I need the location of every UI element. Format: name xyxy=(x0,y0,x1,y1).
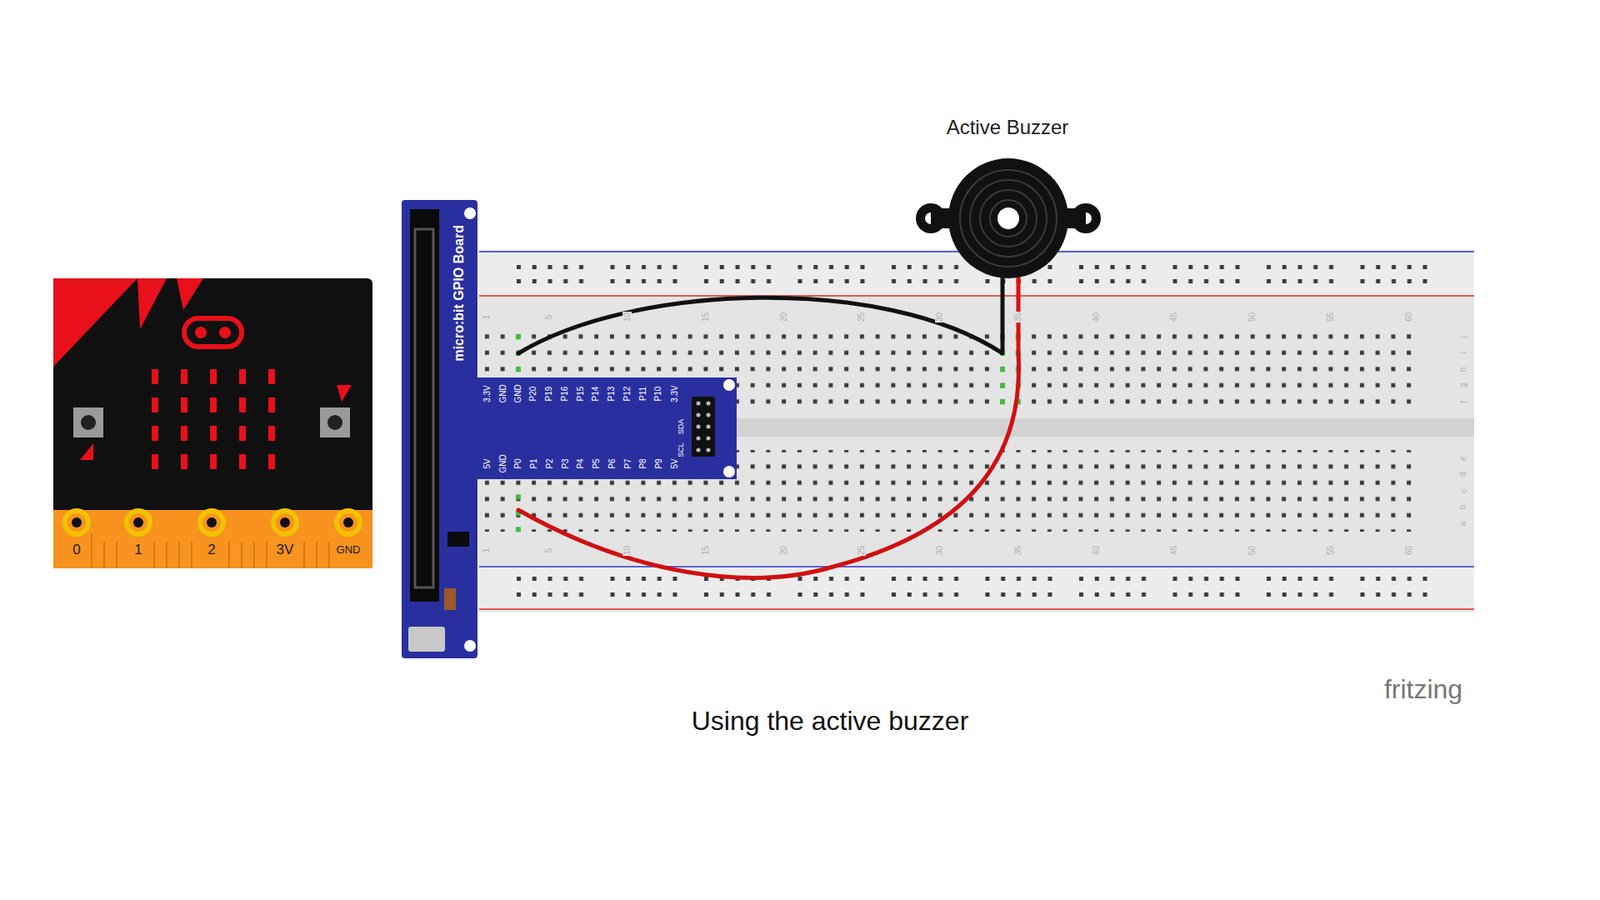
pin-name: P7 xyxy=(622,458,632,469)
column-number: 20 xyxy=(779,544,789,555)
part-name: Active Buzzer xyxy=(946,116,1070,139)
row-letter: h xyxy=(1459,366,1469,372)
jumper-wires xyxy=(518,297,1020,578)
column-number: 5 xyxy=(545,313,555,320)
row-letter: g xyxy=(1459,383,1469,389)
caption: Using the active buzzer xyxy=(691,706,970,736)
pin-name: P16 xyxy=(560,385,570,401)
pin-name: P0 xyxy=(513,458,523,469)
pin-name: 5V xyxy=(481,458,491,469)
column-number: 5 xyxy=(545,546,555,554)
row-letter: f xyxy=(1459,400,1469,404)
pin-name: GND xyxy=(513,384,523,403)
pin-name: SCL xyxy=(677,442,686,458)
pin-name: P3 xyxy=(560,458,570,469)
pin-name: 3.3V xyxy=(481,385,491,403)
row-letter: j xyxy=(1458,335,1468,338)
column-number: 40 xyxy=(1091,310,1101,322)
microbit-board xyxy=(53,278,373,569)
pin-name: GND xyxy=(497,384,507,403)
pin-name: 3V xyxy=(276,542,295,559)
pin-name: P8 xyxy=(638,458,648,469)
column-number: 45 xyxy=(1170,544,1180,555)
pin-name: P13 xyxy=(606,385,616,401)
pin-name: P11 xyxy=(638,385,648,400)
pin-name: GND xyxy=(497,454,507,473)
pin-name: P1 xyxy=(529,458,539,469)
column-number: 50 xyxy=(1247,544,1257,555)
row-letter: e xyxy=(1459,455,1469,461)
pin-name: P2 xyxy=(544,458,554,469)
column-number: 30 xyxy=(935,310,945,322)
column-number: 1 xyxy=(482,546,492,554)
pin-name: P9 xyxy=(654,458,664,469)
pin-name: GND xyxy=(336,544,361,556)
row-letter: d xyxy=(1459,472,1469,478)
pin-name: SDA xyxy=(677,419,686,435)
column-number: 15 xyxy=(700,310,710,322)
pin-name: 0 xyxy=(72,542,80,559)
column-number: 60 xyxy=(1404,544,1414,555)
column-number: 10 xyxy=(622,310,632,322)
pin-name: P5 xyxy=(591,458,601,469)
pin-name: P19 xyxy=(544,385,554,401)
column-number: 35 xyxy=(1013,310,1023,322)
column-number: 60 xyxy=(1404,310,1414,322)
row-letter: i xyxy=(1458,351,1468,354)
column-number: 15 xyxy=(700,544,710,555)
row-letter: a xyxy=(1459,520,1469,526)
pin-name: P6 xyxy=(606,458,616,469)
pin-name: P12 xyxy=(622,385,632,401)
t-cobbler xyxy=(471,377,737,480)
gpio-board xyxy=(401,200,478,659)
column-number: 25 xyxy=(857,310,867,322)
column-number: 40 xyxy=(1091,544,1101,555)
column-number: 10 xyxy=(622,544,632,555)
pin-name: P15 xyxy=(575,385,585,401)
column-number: 55 xyxy=(1325,310,1335,322)
pin-name: 1 xyxy=(134,542,142,559)
watermark: fritzing xyxy=(1384,675,1463,705)
pin-name: 3.3V xyxy=(669,385,679,403)
pin-name: 2 xyxy=(207,542,215,559)
column-number: 25 xyxy=(857,544,867,555)
column-number: 55 xyxy=(1325,544,1335,555)
pin-name: P10 xyxy=(654,385,664,401)
board-name: micro:bit GPIO Board xyxy=(451,225,467,362)
column-number: 50 xyxy=(1247,310,1257,322)
row-letter: c xyxy=(1459,489,1469,494)
column-number: 20 xyxy=(779,310,789,322)
column-number: 35 xyxy=(1013,544,1023,555)
pin-name: 5V xyxy=(669,458,679,469)
column-number: 30 xyxy=(935,544,945,555)
pin-name: P14 xyxy=(591,385,601,401)
pin-name: P4 xyxy=(575,458,585,469)
pin-name: P20 xyxy=(529,385,539,401)
column-number: 1 xyxy=(482,313,492,320)
row-letter: b xyxy=(1459,505,1469,510)
column-number: 45 xyxy=(1170,310,1180,322)
